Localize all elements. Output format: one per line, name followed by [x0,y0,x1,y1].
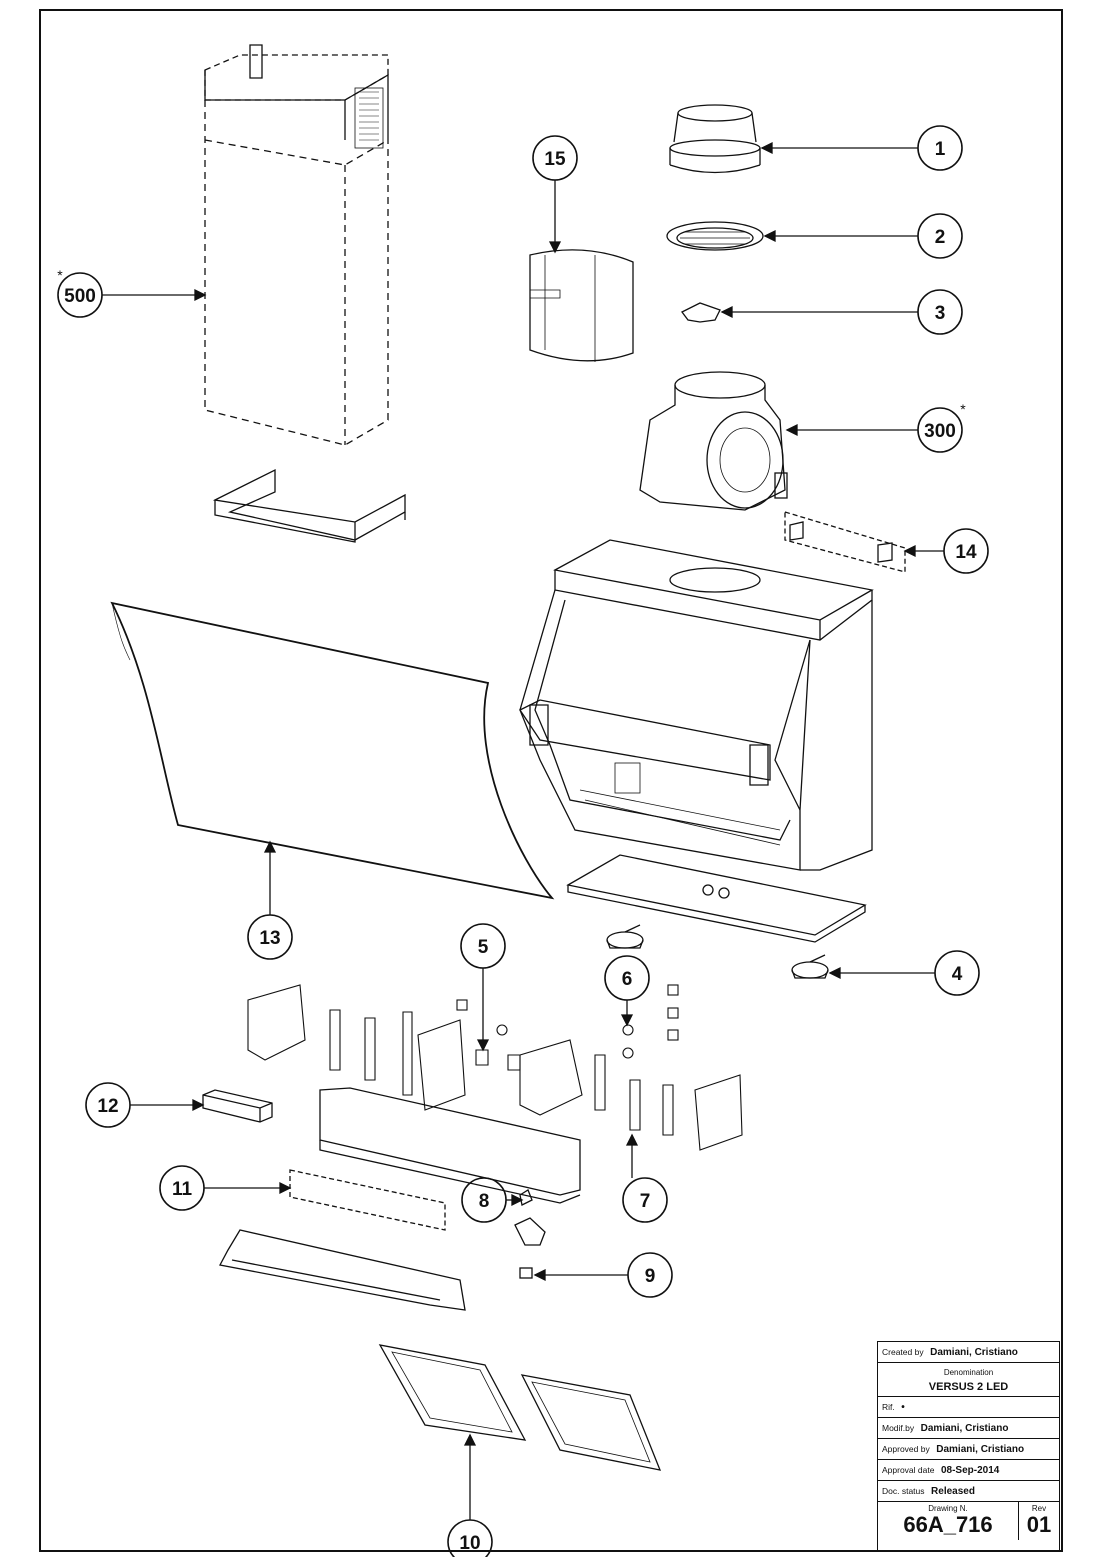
callout-labels: 1 2 3 4 5 6 7 8 9 10 11 12 13 14 15 300 … [57,139,977,1554]
tb-approved-by-label: Approved by [882,1444,930,1454]
star-marker-500: * [57,267,63,283]
sheet-frame [39,9,1063,1552]
part-front-frame [319,1087,581,1204]
tb-rev-label: Rev [1031,1504,1047,1513]
tb-approval-date-label: Approval date [882,1465,935,1475]
tb-doc-status-value: Released [931,1486,975,1497]
tb-denomination: Denomination VERSUS 2 LED [878,1363,1059,1397]
part-hood-body [519,539,874,871]
tb-created-by-value: Damiani, Cristiano [930,1347,1018,1358]
callout-13: 13 [259,928,280,949]
tb-rif-label: Rif. [882,1402,895,1412]
callout-9: 9 [645,1266,656,1287]
part-damper-band [529,249,634,362]
part-chimney [204,44,389,446]
tb-approval-date: Approval date 08-Sep-2014 [878,1460,1059,1481]
tb-approval-date-value: 08-Sep-2014 [940,1465,1000,1476]
tb-rev: Rev 01 [1019,1502,1059,1540]
callout-1: 1 [935,139,946,160]
part-filter-bar [219,1229,466,1311]
callout-11: 11 [172,1179,193,1200]
callout-6: 6 [622,969,633,990]
tb-drawing: Drawing N. 66A_716 [878,1502,1019,1540]
callout-500: 500 [64,286,96,307]
part-switch [514,1189,546,1279]
part-glass-panel [110,601,555,900]
title-block: Created by Damiani, Cristiano Denominati… [877,1341,1060,1551]
tb-rif: Rif. • [878,1397,1059,1418]
tb-modif-by-label: Modif.by [882,1423,915,1433]
part-spigot [669,104,761,174]
part-led-spot [606,924,829,979]
callout-10: 10 [459,1533,480,1554]
tb-approved-by-value: Damiani, Cristiano [936,1444,1025,1455]
tb-doc-status-label: Doc. status [882,1486,925,1496]
callout-14: 14 [955,542,977,563]
part-led-brackets [247,984,743,1151]
tb-rif-value: • [901,1402,905,1413]
part-fixing-clips [784,511,906,573]
leader-lines [102,141,944,1520]
tb-approved-by: Approved by Damiani, Cristiano [878,1439,1059,1460]
callout-circles [57,125,989,1557]
tb-created-by-label: Created by [882,1347,924,1357]
part-grease-filters [378,1344,662,1471]
part-led-strip [289,1169,446,1231]
tb-rev-value: 01 [1026,1512,1052,1537]
callout-12: 12 [97,1096,118,1117]
tb-modif-by: Modif.by Damiani, Cristiano [878,1418,1059,1439]
part-clip [681,302,721,323]
part-grille [666,221,764,251]
part-led-driver [202,1089,273,1123]
callout-5: 5 [478,937,489,958]
part-motor [639,371,788,511]
callout-8: 8 [479,1191,490,1212]
tb-created-by: Created by Damiani, Cristiano [878,1342,1059,1363]
tb-denomination-label: Denomination [943,1368,994,1377]
tb-denomination-value: VERSUS 2 LED [928,1381,1009,1393]
part-chimney-bracket [212,468,406,543]
callout-3: 3 [935,303,946,324]
part-bottom-plate [566,854,867,943]
callout-300: 300 [924,421,956,442]
callout-4: 4 [952,964,963,985]
callout-7: 7 [640,1191,651,1212]
tb-drawing-label: Drawing N. [928,1504,968,1513]
tb-drawing-value: 66A_716 [903,1512,993,1537]
callout-15: 15 [544,149,566,170]
star-marker-300: * [960,401,966,417]
tb-modif-by-value: Damiani, Cristiano [920,1423,1009,1434]
tb-drawing-rev: Drawing N. 66A_716 Rev 01 [878,1502,1059,1540]
tb-doc-status: Doc. status Released [878,1481,1059,1502]
callout-2: 2 [935,227,946,248]
